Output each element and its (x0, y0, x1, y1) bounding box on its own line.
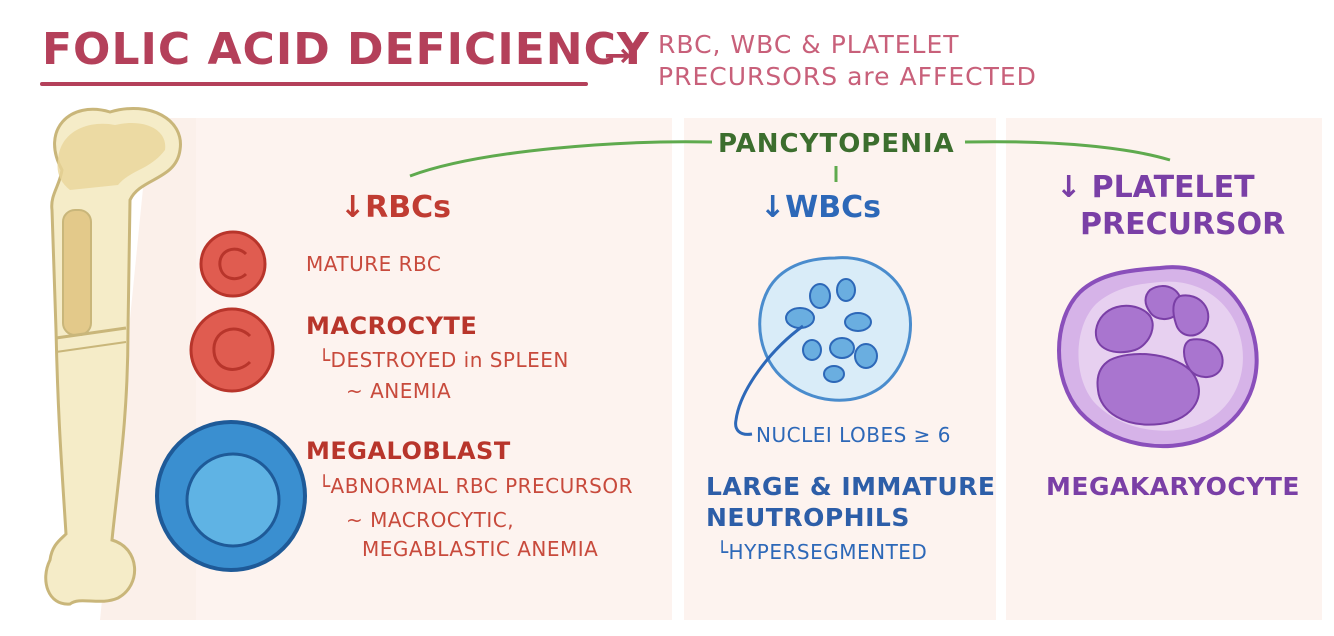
wbc-heading: ↓WBCs (760, 190, 881, 225)
rbc-heading: ↓RBCs (340, 190, 451, 225)
platelet-heading-line-1: ↓ PLATELET (1056, 170, 1255, 205)
megakaryocyte-label: MEGAKARYOCYTE (1046, 472, 1300, 501)
wbc-desc-line-1: LARGE & IMMATURE (706, 472, 995, 501)
wbc-sub-label: └HYPERSEGMENTED (716, 540, 927, 564)
title-underline (40, 82, 588, 86)
megaloblast-sub-3: MEGABLASTIC ANEMIA (362, 537, 598, 561)
megakaryocyte-icon (1059, 267, 1257, 446)
macrocyte-icon (191, 309, 273, 391)
megaloblast-label: MEGALOBLAST (306, 437, 511, 465)
subtitle-line-2: PRECURSORS are AFFECTED (658, 62, 1037, 91)
megaloblast-icon (157, 422, 305, 570)
mature-rbc-icon (201, 232, 265, 296)
megaloblast-sub-2: ~ MACROCYTIC, (346, 508, 514, 532)
megaloblast-sub-1: └ABNORMAL RBC PRECURSOR (318, 474, 633, 498)
macrocyte-sub-2: ~ ANEMIA (346, 379, 451, 403)
arrow-right-icon: → (604, 36, 631, 74)
mature-rbc-label: MATURE RBC (306, 252, 441, 276)
neutrophil-icon (736, 258, 911, 435)
macrocyte-sub-1: └DESTROYED in SPLEEN (318, 348, 569, 372)
wbc-desc-line-2: NEUTROPHILS (706, 503, 910, 532)
page-title: FOLIC ACID DEFICIENCY (42, 24, 650, 75)
nuclei-lobes-label: NUCLEI LOBES ≥ 6 (756, 423, 951, 447)
connector-platelet (965, 142, 1170, 160)
subtitle-line-1: RBC, WBC & PLATELET (658, 30, 960, 59)
platelet-heading-line-2: PRECURSOR (1080, 207, 1285, 242)
macrocyte-label: MACROCYTE (306, 312, 477, 340)
pancytopenia-label: PANCYTOPENIA (718, 129, 955, 159)
connector-rbc (410, 142, 712, 176)
